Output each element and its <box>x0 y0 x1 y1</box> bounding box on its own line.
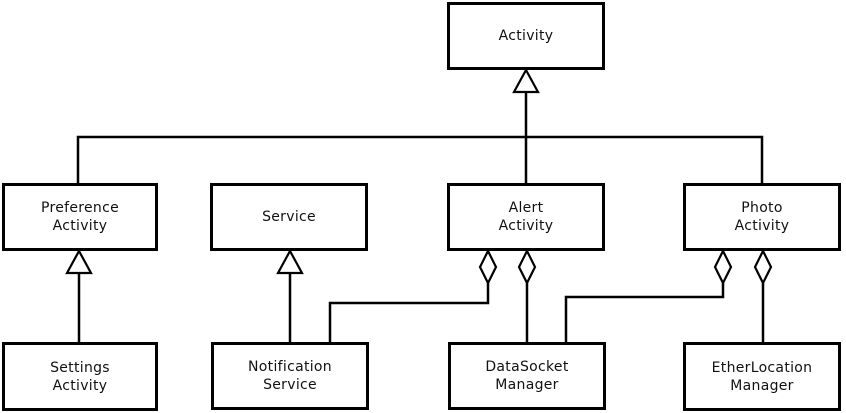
inheritance-triangle-icon <box>276 248 304 275</box>
class-box-alert-activity: Alert Activity <box>447 183 605 251</box>
class-label: Notification <box>248 359 332 375</box>
aggregation-diamond-icon <box>713 248 733 286</box>
class-box-settings-activity: Settings Activity <box>2 342 158 411</box>
class-label: Manager <box>495 377 559 393</box>
inheritance-bus-line <box>76 135 764 183</box>
class-label: Activity <box>498 28 554 44</box>
class-box-preference-activity: Preference Activity <box>2 183 158 251</box>
aggregation-diamond-icon <box>517 248 537 286</box>
class-label: Photo <box>741 200 783 216</box>
class-label: Service <box>263 377 317 393</box>
class-label: DataSocket <box>485 359 569 375</box>
class-label: Manager <box>730 377 794 394</box>
inheritance-triangle-icon <box>512 67 540 94</box>
class-label: Activity <box>734 218 790 234</box>
class-box-datasocket-manager: DataSocket Manager <box>448 342 606 410</box>
class-box-service: Service <box>210 183 368 251</box>
class-label: Activity <box>498 218 554 234</box>
class-label: Preference <box>40 200 120 216</box>
class-label: Settings <box>50 359 110 376</box>
photo-datasocket-aggregation-line <box>564 283 725 342</box>
class-box-photo-activity: Photo Activity <box>683 183 841 251</box>
class-label: Alert <box>508 200 544 216</box>
class-label: Activity <box>52 218 108 234</box>
class-box-notification-service: Notification Service <box>211 342 369 410</box>
inheritance-triangle-icon <box>65 248 93 275</box>
aggregation-diamond-icon <box>478 248 498 286</box>
class-label: Activity <box>52 377 108 394</box>
class-box-activity: Activity <box>447 2 605 70</box>
alert-notification-aggregation-line <box>328 283 490 342</box>
class-box-etherlocation-manager: EtherLocation Manager <box>683 342 841 411</box>
aggregation-diamond-icon <box>753 248 773 286</box>
class-label: EtherLocation <box>711 359 813 376</box>
class-label: Service <box>262 209 316 225</box>
